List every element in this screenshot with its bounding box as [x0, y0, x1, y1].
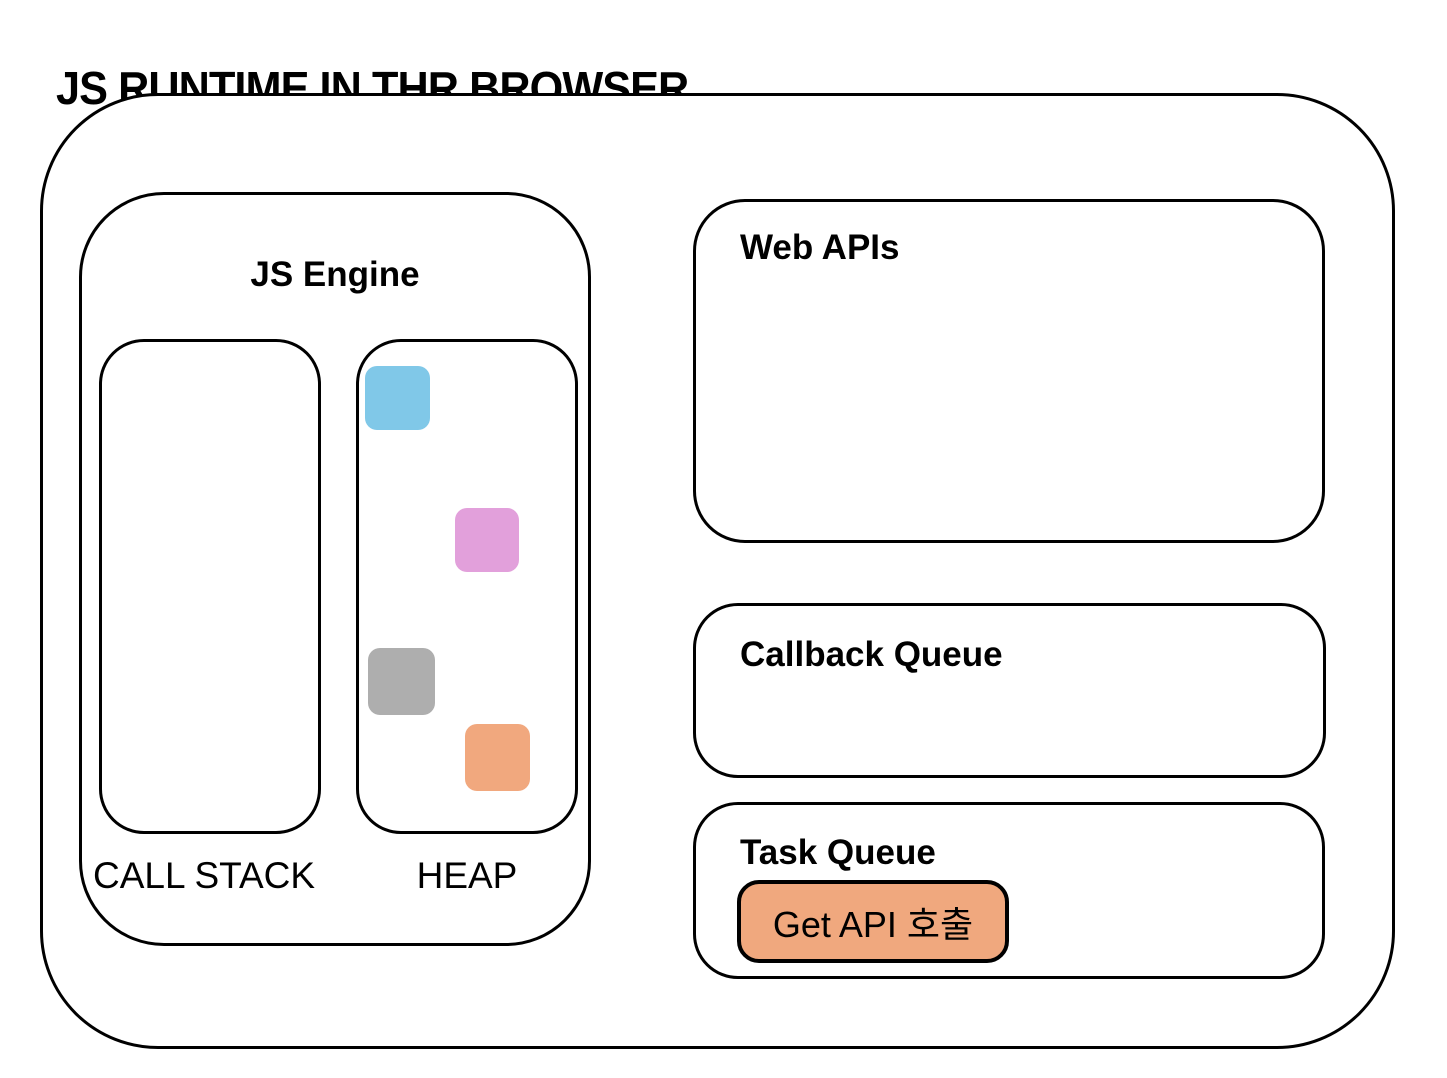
heap-label: HEAP	[416, 855, 518, 896]
heap-box	[356, 339, 578, 834]
callback-queue-title: Callback Queue	[740, 635, 1003, 674]
js-engine-box: JS Engine CALL STACK HEAP	[79, 192, 591, 946]
heap-object-orange	[465, 724, 530, 791]
call-stack-label: CALL STACK	[93, 855, 316, 896]
task-item-get-api-call: Get API 호출	[737, 880, 1009, 963]
call-stack-box	[99, 339, 321, 834]
web-apis-title: Web APIs	[740, 228, 900, 267]
browser-runtime-container: JS Engine CALL STACK HEAP Web APIs Callb…	[40, 93, 1395, 1049]
task-queue-box: Task Queue Get API 호출	[693, 802, 1325, 979]
js-engine-title: JS Engine	[250, 255, 420, 294]
task-queue-title: Task Queue	[740, 833, 936, 872]
heap-object-blue	[365, 366, 430, 430]
callback-queue-box: Callback Queue	[693, 603, 1326, 778]
heap-object-gray	[368, 648, 435, 715]
web-apis-box: Web APIs	[693, 199, 1325, 543]
heap-object-pink	[455, 508, 519, 572]
